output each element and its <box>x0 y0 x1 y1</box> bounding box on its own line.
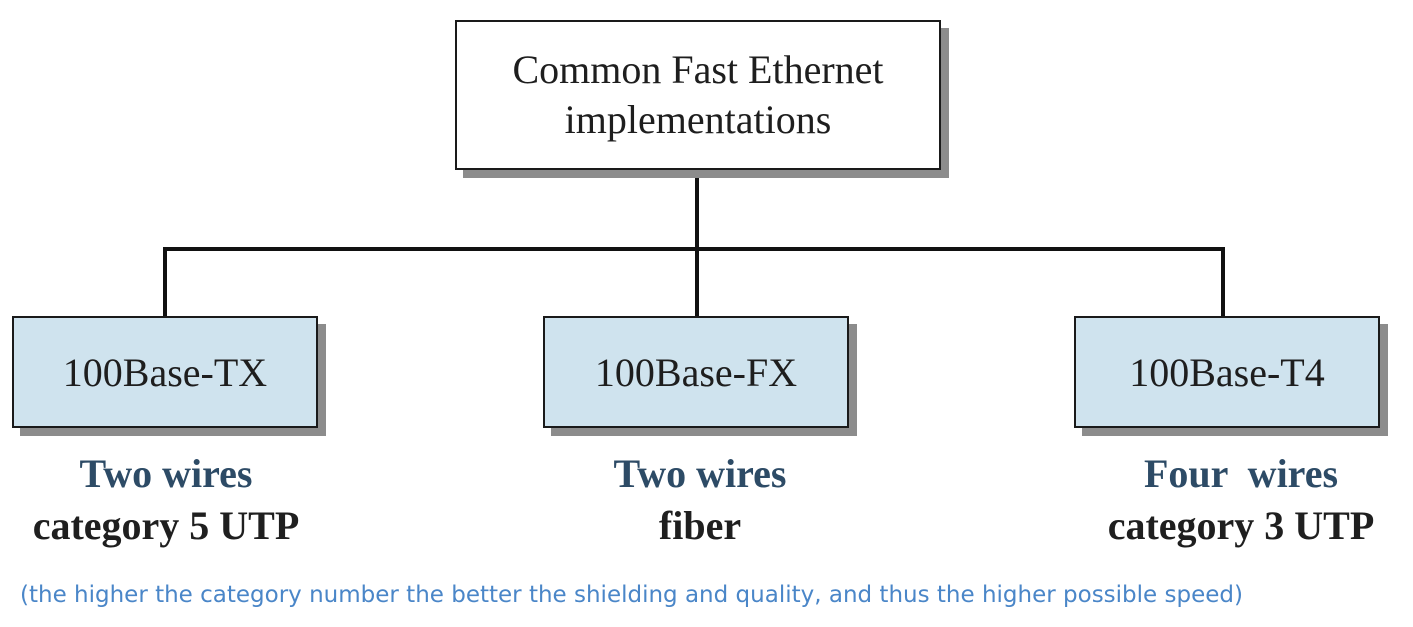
box-label-100base-fx: 100Base-FX <box>594 349 798 395</box>
description-line2: category 5 UTP <box>32 503 300 548</box>
box-label-100base-tx: 100Base-TX <box>62 349 268 395</box>
description-line1: Two wires <box>79 451 253 496</box>
box-label-100base-t4: 100Base-T4 <box>1129 349 1325 395</box>
description-100base-fx: Two wires fiber <box>480 448 920 552</box>
box-100base-tx: 100Base-TX <box>12 316 318 428</box>
description-line1: Four wires <box>1143 451 1339 496</box>
description-line1: Two wires <box>613 451 787 496</box>
description-line2: fiber <box>658 503 742 548</box>
footnote-text: (the higher the category number the bett… <box>20 582 1243 608</box>
description-100base-tx: Two wires category 5 UTP <box>0 448 386 552</box>
box-100base-fx: 100Base-FX <box>543 316 849 428</box>
description-100base-t4: Four wires category 3 UTP <box>1021 448 1413 552</box>
description-line2: category 3 UTP <box>1107 503 1375 548</box>
box-100base-t4: 100Base-T4 <box>1074 316 1380 428</box>
root-label-line1: Common Fast Ethernet <box>512 47 884 92</box>
root-label: Common Fast Ethernet implementations <box>512 45 883 145</box>
root-box: Common Fast Ethernet implementations <box>455 20 941 170</box>
root-label-line2: implementations <box>564 97 832 142</box>
